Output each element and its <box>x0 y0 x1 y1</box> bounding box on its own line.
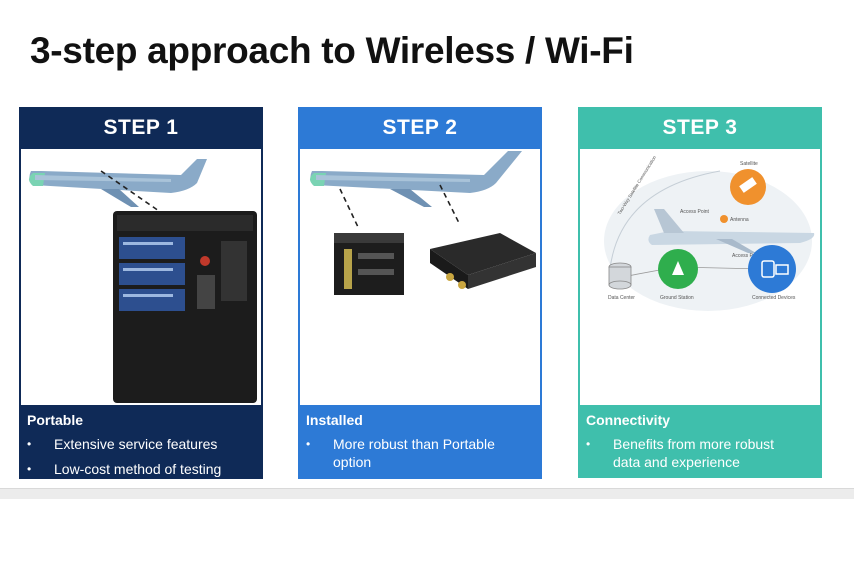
step-2-body: Installed •More robust than Portable opt… <box>298 404 542 581</box>
step-2-bullets: •More robust than Portable option •In-ca… <box>306 435 534 582</box>
list-item: •Extensive service features <box>27 436 218 452</box>
list-item: •More robust than Portable option <box>306 436 495 470</box>
step-1-body: Portable •Extensive service features •Lo… <box>19 404 263 581</box>
aircraft-icon <box>310 151 522 207</box>
svg-text:Satellite: Satellite <box>740 161 758 167</box>
ground-station-icon <box>658 249 698 289</box>
step-3-card: STEP 3 Two-Way Satellite Communication S… <box>578 107 822 556</box>
connectivity-diagram: Two-Way Satellite Communication Satellit… <box>604 154 815 311</box>
step-3-body: Connectivity •Benefits from more robust … <box>578 404 822 556</box>
step-1-subtitle: Portable <box>27 412 84 428</box>
svg-text:Data Center: Data Center <box>608 295 635 301</box>
step-3-image: Two-Way Satellite Communication Satellit… <box>580 149 820 405</box>
list-item: •Benefits from more robust data and expe… <box>586 436 775 470</box>
aircraft-icon <box>29 159 208 207</box>
step-2-subtitle: Installed <box>306 412 363 428</box>
satellite-icon <box>730 169 766 205</box>
installed-hardware-illustration <box>310 151 536 295</box>
list-item: •Benefits from revenue generated during … <box>586 522 796 556</box>
step-2-header: STEP 2 <box>298 107 542 148</box>
step-3-header: STEP 3 <box>578 107 822 148</box>
list-item: •Low-cost method of testing the market <box>27 461 222 495</box>
list-item: •Mobility and lease options provide flex… <box>27 504 216 538</box>
list-item: •Continues to deliver revenue <box>306 565 512 581</box>
connected-devices-icon <box>748 245 796 293</box>
portable-unit-illustration <box>29 159 257 403</box>
list-item: •Helps to prove business case for connec… <box>306 522 516 556</box>
step-2-image <box>300 149 540 405</box>
step-2-card: STEP 2 <box>298 107 542 581</box>
svg-text:Ground Station: Ground Station <box>660 295 694 301</box>
list-item: •Provides revenue towards future investm… <box>27 547 216 581</box>
svg-text:Antenna: Antenna <box>730 217 749 223</box>
antenna-icon <box>720 215 728 223</box>
step-1-image <box>21 149 261 405</box>
step-1-header: STEP 1 <box>19 107 263 148</box>
footer-bar <box>0 488 854 499</box>
step-1-bullets: •Extensive service features •Low-cost me… <box>27 435 255 582</box>
slide-title: 3-step approach to Wireless / Wi-Fi <box>30 30 634 71</box>
database-icon <box>608 262 632 290</box>
aircraft-icon <box>648 209 815 253</box>
svg-text:Access Point: Access Point <box>680 209 710 215</box>
step-1-card: STEP 1 <box>19 107 263 581</box>
server-module-icon <box>334 233 404 295</box>
svg-text:Connected Devices: Connected Devices <box>752 295 796 301</box>
svg-text:Access Point: Access Point <box>732 253 762 259</box>
router-box-icon <box>430 233 536 289</box>
portable-server-icon <box>113 211 257 403</box>
step-3-subtitle: Connectivity <box>586 412 671 428</box>
